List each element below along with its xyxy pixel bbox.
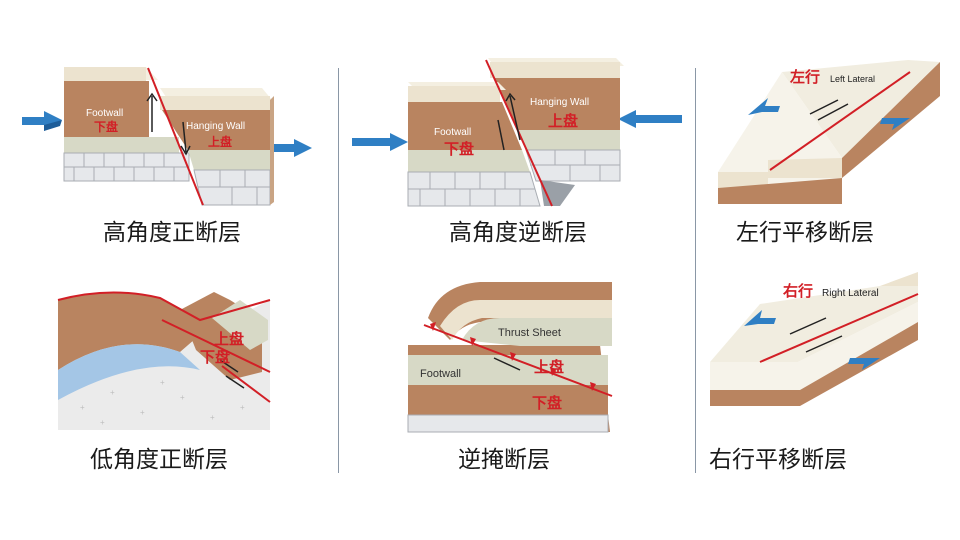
footwall-label: Footwall xyxy=(434,127,471,138)
slip-arrow-blue-icon xyxy=(744,310,776,326)
caption-high-angle-reverse-fault: 高角度逆断层 xyxy=(449,220,587,246)
extension-arrow-right-icon xyxy=(266,139,312,157)
column-divider-1 xyxy=(338,68,339,473)
right-lateral-en-label: Right Lateral xyxy=(822,288,879,299)
caption-left-lateral-fault: 左行平移断层 xyxy=(736,220,874,246)
caption-right-lateral-fault: 右行平移断层 xyxy=(709,447,847,473)
svg-text:+: + xyxy=(80,403,85,412)
svg-text:+: + xyxy=(110,388,115,397)
left-lateral-cn-label: 左行 xyxy=(789,68,820,86)
hanging-wall-cn-label: 上盘 xyxy=(548,112,578,130)
caption-low-angle-normal-fault: 低角度正断层 xyxy=(90,447,228,473)
hanging-wall-label: Hanging Wall xyxy=(530,97,589,108)
footwall-label: Footwall xyxy=(86,108,123,119)
footwall-cn-label: 下盘 xyxy=(444,140,474,158)
svg-text:+: + xyxy=(140,408,145,417)
hanging-wall-label: Hanging Wall xyxy=(186,121,245,132)
svg-text:+: + xyxy=(180,393,185,402)
slip-arrow-blue-icon xyxy=(880,118,910,130)
compression-arrow-left-icon xyxy=(352,133,408,151)
svg-text:+: + xyxy=(160,378,165,387)
footwall-cn-label: 下盘 xyxy=(200,348,230,366)
svg-text:+: + xyxy=(240,403,245,412)
hanging-wall-cn-label: 上盘 xyxy=(214,330,244,348)
column-divider-2 xyxy=(695,68,696,473)
hanging-wall-cn-label: 上盘 xyxy=(208,134,232,149)
hanging-wall-cn-label: 上盘 xyxy=(534,358,564,376)
compression-arrow-right-icon xyxy=(618,110,682,128)
slip-arrow-blue-icon xyxy=(748,98,780,115)
left-lateral-en-label: Left Lateral xyxy=(830,74,875,84)
thrust-sheet-label: Thrust Sheet xyxy=(498,327,561,339)
right-lateral-cn-label: 右行 xyxy=(783,282,813,300)
footwall-cn-label: 下盘 xyxy=(532,394,562,412)
footwall-cn-label: 下盘 xyxy=(94,119,118,134)
slip-arrow-blue-icon xyxy=(848,358,880,370)
svg-text:+: + xyxy=(100,418,105,427)
caption-high-angle-normal-fault: 高角度正断层 xyxy=(103,220,241,246)
caption-thrust-fault: 逆掩断层 xyxy=(458,447,550,473)
footwall-label: Footwall xyxy=(420,368,461,380)
svg-text:+: + xyxy=(210,413,215,422)
